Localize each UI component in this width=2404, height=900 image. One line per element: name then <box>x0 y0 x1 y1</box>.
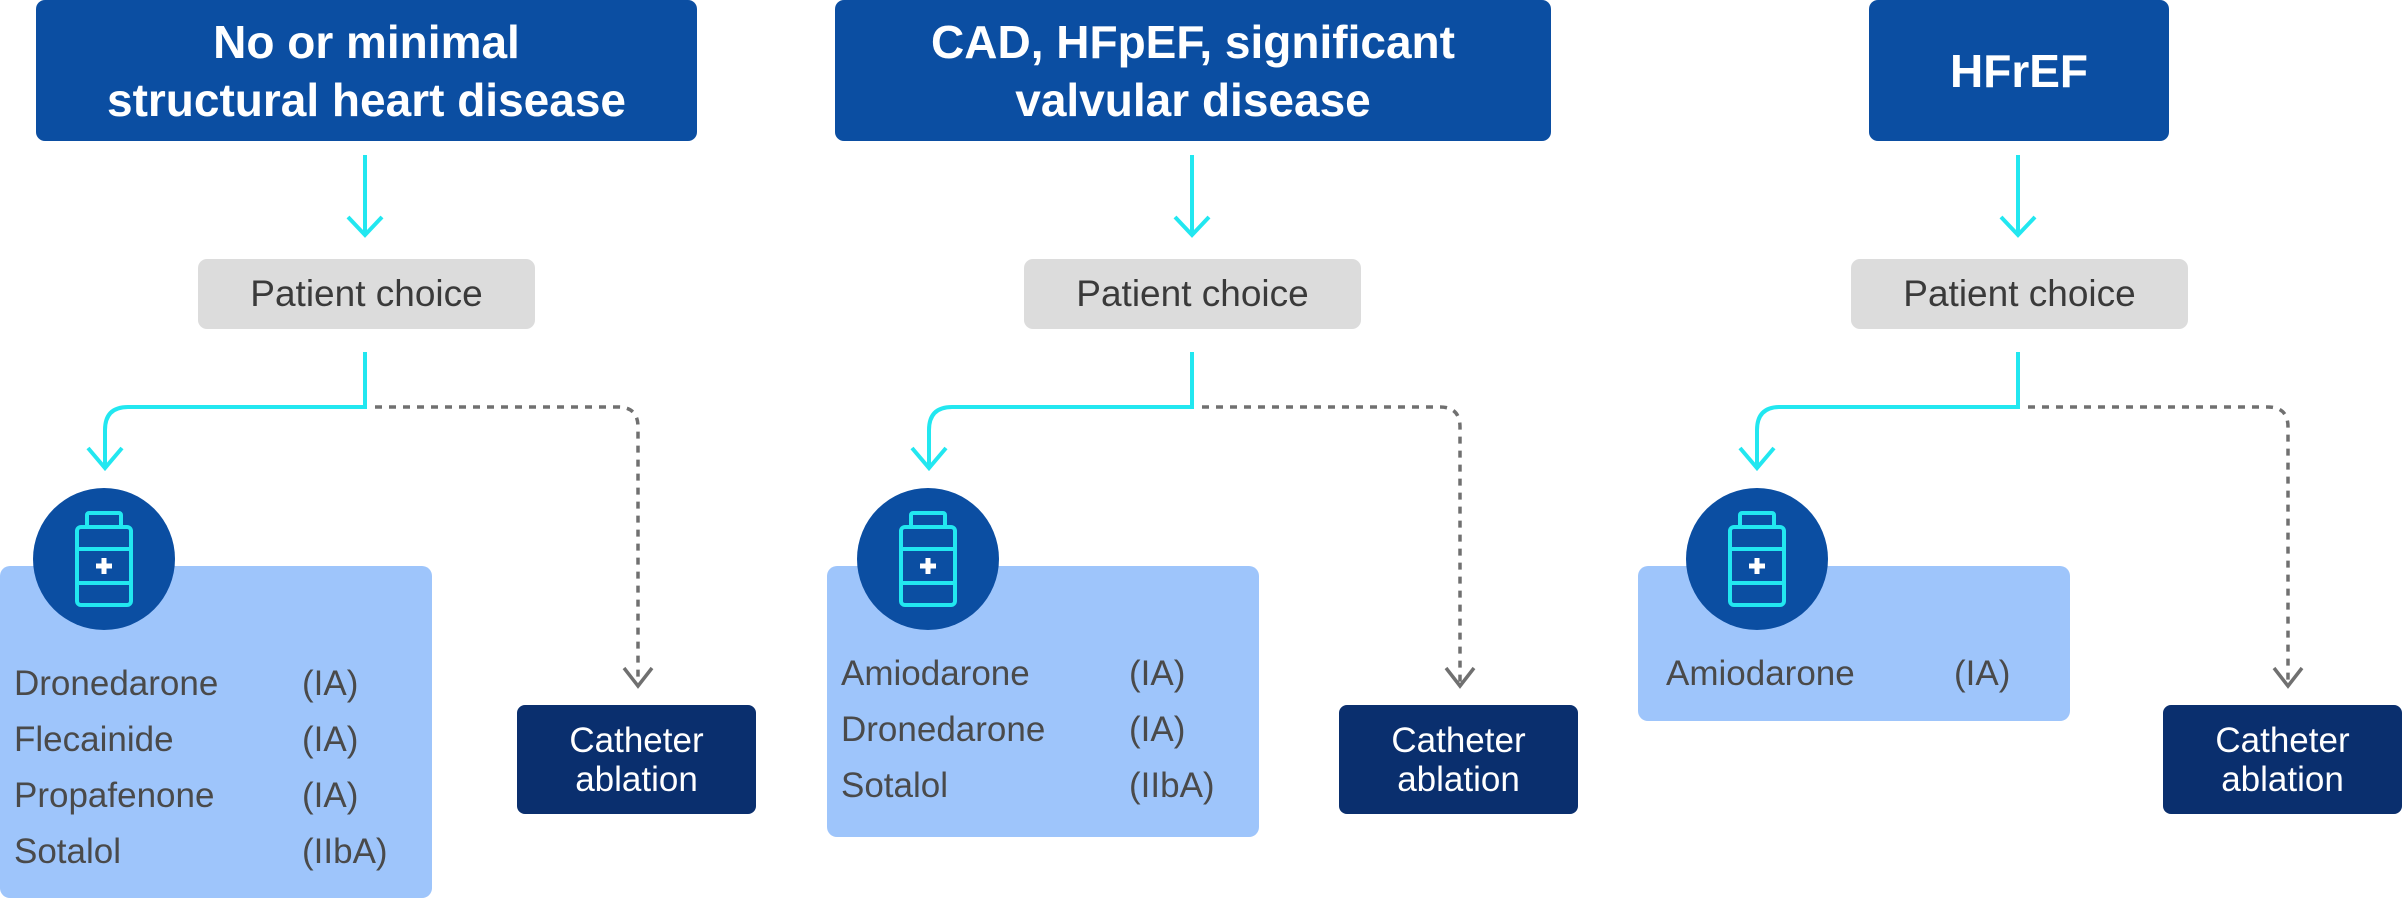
arrow-choice-to-drugs-3 <box>1738 352 2020 472</box>
connectors-col-1 <box>86 155 654 689</box>
arrowhead-ablation-2 <box>1444 666 1476 689</box>
connectors-col-3 <box>1738 155 2304 689</box>
drug-recommendation-class: (IA) <box>1954 654 2011 693</box>
drug-name: Propafenone <box>14 776 215 815</box>
drug-recommendation-class: (IA) <box>302 720 359 759</box>
drug-recommendation-class: (IIbA) <box>302 832 388 871</box>
drug-recommendation-class: (IIbA) <box>1129 766 1215 805</box>
arrow-choice-to-drugs-1 <box>86 352 367 472</box>
catheter-ablation-box: Catheter ablation <box>1339 705 1578 814</box>
arrow-header-to-choice-3 <box>1999 155 2037 238</box>
drug-name: Dronedarone <box>841 710 1046 749</box>
arrowhead-ablation-3 <box>2272 666 2304 689</box>
patient-choice-box: Patient choice <box>1851 259 2188 329</box>
drug-recommendation-class: (IA) <box>1129 654 1186 693</box>
drug-name: Sotalol <box>14 832 122 871</box>
drug-recommendation-class: (IA) <box>302 664 359 703</box>
arrow-choice-to-ablation-3 <box>2028 405 2290 686</box>
drug-recommendation-class: (IA) <box>302 776 359 815</box>
header-no-structural-disease: No or minimal structural heart disease <box>36 0 697 141</box>
header-cad-hfpef-valvular: CAD, HFpEF, significant valvular disease <box>835 0 1551 141</box>
arrow-choice-to-ablation-2 <box>1202 405 1462 686</box>
patient-choice-box: Patient choice <box>198 259 535 329</box>
arrow-header-to-choice-1 <box>346 155 384 238</box>
catheter-ablation-box: Catheter ablation <box>2163 705 2402 814</box>
drug-name: Dronedarone <box>14 664 219 703</box>
medicine-bottle-glyph <box>899 511 957 607</box>
connectors-col-2 <box>910 155 1476 689</box>
drug-name: Amiodarone <box>841 654 1030 693</box>
medicine-bottle-icon <box>33 488 175 630</box>
medicine-bottle-icon <box>1686 488 1828 630</box>
drug-name: Sotalol <box>841 766 949 805</box>
catheter-ablation-box: Catheter ablation <box>517 705 756 814</box>
medicine-bottle-icon <box>857 488 999 630</box>
arrow-choice-to-ablation-1 <box>375 405 640 686</box>
medicine-bottle-glyph <box>1728 511 1786 607</box>
drug-name: Flecainide <box>14 720 174 759</box>
header-hfref: HFrEF <box>1869 0 2169 141</box>
drug-name: Amiodarone <box>1666 654 1855 693</box>
arrow-choice-to-drugs-2 <box>910 352 1194 472</box>
drug-recommendation-class: (IA) <box>1129 710 1186 749</box>
medicine-bottle-glyph <box>75 511 133 607</box>
patient-choice-box: Patient choice <box>1024 259 1361 329</box>
arrowhead-ablation-1 <box>622 666 654 689</box>
arrow-header-to-choice-2 <box>1173 155 1211 238</box>
